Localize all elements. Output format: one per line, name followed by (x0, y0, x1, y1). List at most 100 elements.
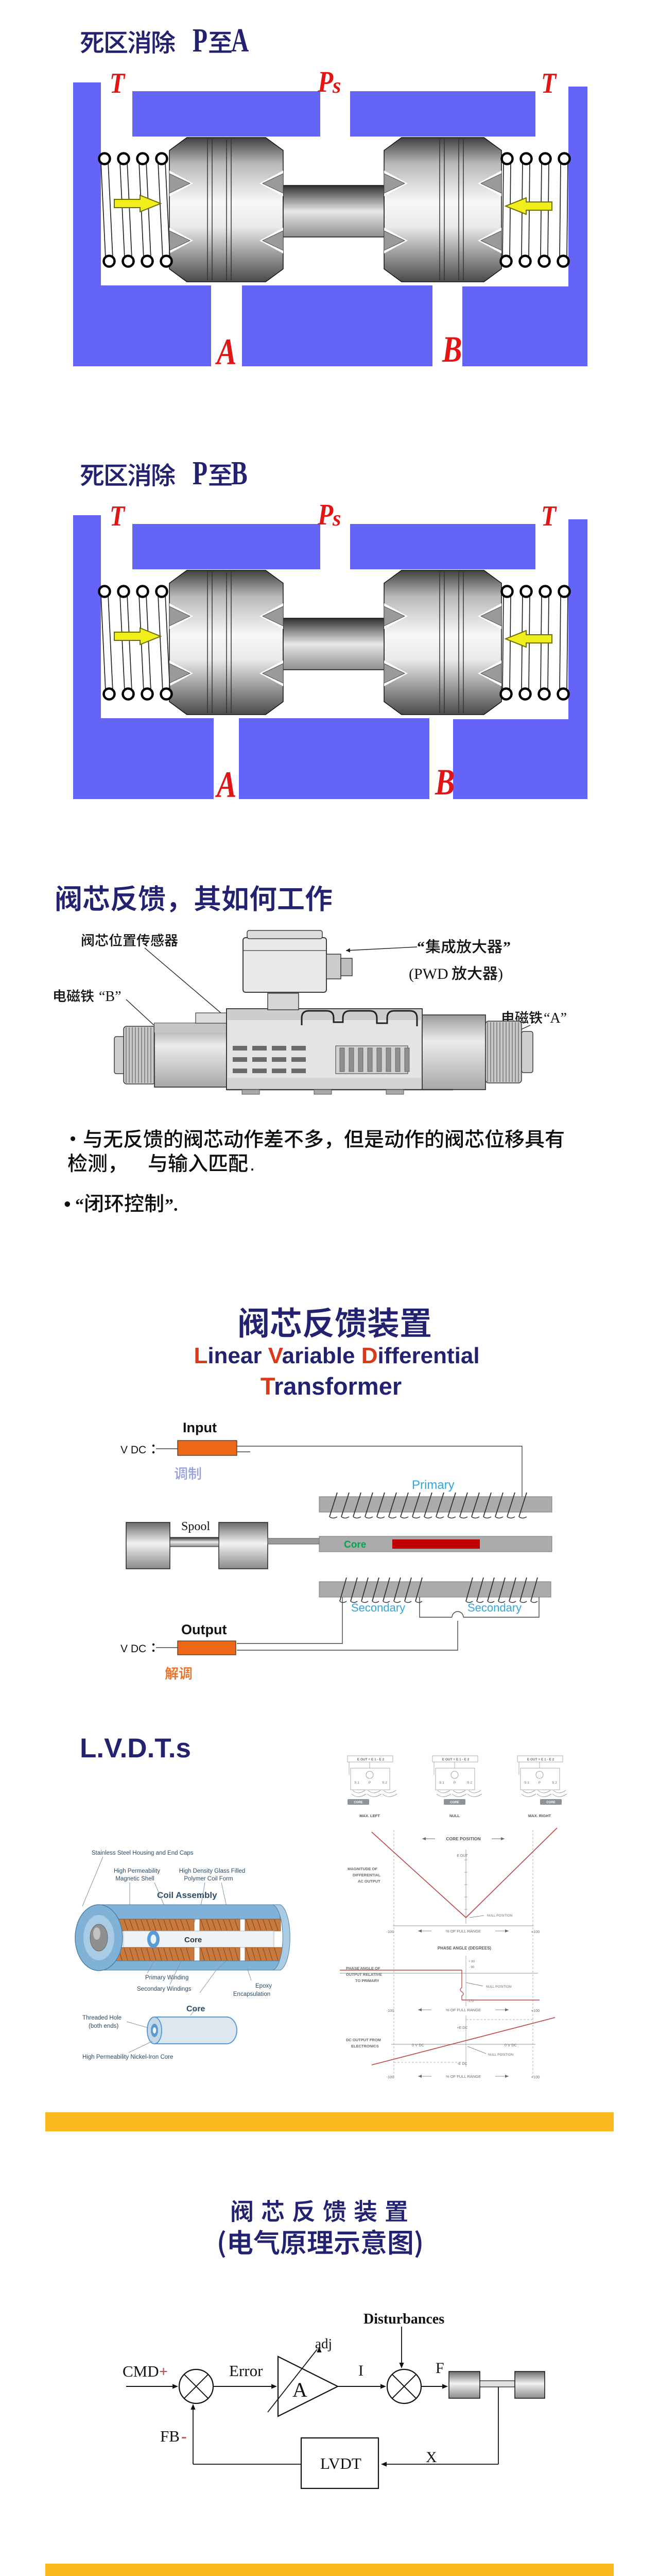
svg-text:Primary Winding: Primary Winding (145, 1975, 188, 1981)
svg-text:B: B (435, 762, 455, 803)
svg-text:A: A (292, 2378, 307, 2401)
svg-text:): ) (498, 965, 503, 982)
svg-text:NULL: NULL (449, 1814, 460, 1818)
svg-text:TO PRIMARY: TO PRIMARY (355, 1978, 379, 1983)
svg-text:+: + (159, 2363, 168, 2380)
svg-text:s: s (332, 507, 341, 531)
svg-text:Secondary: Secondary (467, 1601, 522, 1614)
svg-text:CORE: CORE (354, 1801, 362, 1804)
svg-text:B: B (231, 455, 248, 492)
svg-text:% OF FULL RANGE: % OF FULL RANGE (446, 1929, 481, 1934)
svg-text:T: T (110, 501, 126, 532)
svg-text:”.: ”. (165, 1196, 178, 1215)
svg-text:High Permeability Nickel-Iron: High Permeability Nickel-Iron Core (82, 2054, 173, 2060)
svg-text:Secondary: Secondary (351, 1601, 405, 1614)
svg-text:V DC: V DC (120, 1643, 146, 1655)
svg-text:P: P (193, 22, 207, 59)
svg-text:”: ” (503, 939, 511, 956)
svg-text:“B”: “B” (99, 989, 122, 1005)
svg-text:Core: Core (184, 1936, 202, 1944)
svg-text:X: X (426, 2449, 437, 2466)
svg-text:(PWD: (PWD (409, 965, 448, 982)
svg-text:DIFFERENTIAL: DIFFERENTIAL (353, 1873, 381, 1877)
svg-text:Core: Core (186, 2005, 205, 2013)
svg-text:High Permeability: High Permeability (114, 1868, 160, 1874)
svg-text:F: F (436, 2360, 444, 2377)
svg-text:S 2: S 2 (382, 1781, 387, 1785)
svg-text:T: T (541, 68, 557, 99)
svg-text:OUTPUT RELATIVE: OUTPUT RELATIVE (346, 1972, 381, 1977)
svg-text:+100: +100 (531, 1929, 540, 1934)
svg-text:Transformer: Transformer (261, 1372, 402, 1400)
svg-text:B: B (442, 329, 462, 370)
svg-text:AC OUTPUT: AC OUTPUT (358, 1879, 380, 1884)
svg-text:-: - (181, 2427, 187, 2445)
svg-text:MAX. RIGHT: MAX. RIGHT (528, 1814, 551, 1818)
svg-text:Input: Input (183, 1420, 217, 1435)
svg-text:- 90: - 90 (469, 1966, 475, 1969)
svg-text:Spool: Spool (181, 1520, 210, 1533)
svg-text:Epoxy: Epoxy (255, 1983, 272, 1989)
svg-text:+100: +100 (531, 2008, 540, 2013)
svg-text:% OF FULL RANGE: % OF FULL RANGE (446, 2008, 481, 2012)
svg-text:Encapsulation: Encapsulation (233, 1991, 270, 1997)
svg-text:•: • (64, 1193, 71, 1215)
svg-text:Primary: Primary (412, 1478, 455, 1492)
svg-text:-E DC: -E DC (457, 2062, 467, 2066)
svg-text:PHASE ANGLE OF: PHASE ANGLE OF (346, 1966, 380, 1971)
svg-text:% OF FULL RANGE: % OF FULL RANGE (446, 2074, 481, 2079)
svg-text:S 2: S 2 (467, 1781, 472, 1785)
svg-text:P: P (369, 1781, 371, 1785)
svg-text:Magnetic Shell: Magnetic Shell (115, 1876, 154, 1882)
svg-text:adj: adj (315, 2336, 332, 2351)
svg-text:I: I (358, 2362, 363, 2379)
svg-text:S 1: S 1 (354, 1781, 359, 1785)
svg-text:Disturbances: Disturbances (363, 2311, 444, 2327)
svg-text:P: P (454, 1781, 456, 1785)
svg-text:Coil Assembly: Coil Assembly (157, 1890, 217, 1900)
svg-text:NULL POSITION: NULL POSITION (486, 1985, 512, 1989)
svg-text:PHASE ANGLE (DEGREES): PHASE ANGLE (DEGREES) (438, 1946, 491, 1951)
svg-text:E OUT = E 1 - E 2: E OUT = E 1 - E 2 (527, 1758, 554, 1761)
svg-text:S 1: S 1 (439, 1781, 444, 1785)
svg-text:“: “ (417, 939, 425, 956)
svg-text:DC OUTPUT FROM: DC OUTPUT FROM (346, 2038, 381, 2042)
svg-text:T: T (110, 68, 126, 99)
svg-text:E OUT = E 1 - E 2: E OUT = E 1 - E 2 (442, 1758, 470, 1761)
svg-text:Linear Variable Differential: Linear Variable Differential (194, 1343, 479, 1368)
svg-text:-100: -100 (386, 1929, 394, 1934)
svg-text:.: . (250, 1154, 255, 1175)
svg-text:“A”: “A” (544, 1010, 567, 1026)
svg-text:+ 90: + 90 (469, 1960, 475, 1963)
svg-text:s: s (332, 74, 341, 98)
svg-text:+E DC: +E DC (457, 2026, 468, 2030)
svg-text:A: A (215, 332, 236, 373)
svg-text:LVDT: LVDT (320, 2454, 361, 2472)
svg-text:CORE: CORE (450, 1801, 459, 1804)
svg-text:Error: Error (229, 2362, 263, 2380)
svg-text:FB: FB (160, 2427, 180, 2445)
svg-text:NULL POSITION: NULL POSITION (487, 1914, 513, 1918)
svg-text:CORE POSITION: CORE POSITION (446, 1836, 481, 1841)
svg-text:-170: -170 (467, 2000, 474, 2003)
svg-text:Polymer Coil Form: Polymer Coil Form (184, 1876, 233, 1882)
svg-text:E OUT: E OUT (457, 1854, 468, 1858)
svg-text:Threaded Hole: Threaded Hole (82, 2015, 122, 2021)
svg-text:0 V DC: 0 V DC (412, 2043, 425, 2047)
svg-text:Stainless Steel Housing and En: Stainless Steel Housing and End Caps (92, 1850, 194, 1856)
svg-text:Output: Output (181, 1622, 227, 1637)
svg-text:P: P (539, 1781, 541, 1785)
svg-text:P: P (317, 498, 334, 531)
svg-text:MAGNITUDE OF: MAGNITUDE OF (348, 1867, 377, 1871)
svg-text:High Density Glass Filled: High Density Glass Filled (179, 1868, 245, 1874)
svg-text:T: T (541, 501, 557, 532)
svg-text:NULL POSITION: NULL POSITION (488, 2053, 514, 2057)
svg-text:E OUT = E 1 - E 2: E OUT = E 1 - E 2 (357, 1758, 385, 1761)
svg-text:CORE: CORE (546, 1801, 555, 1804)
svg-text:V DC: V DC (120, 1444, 146, 1456)
svg-text:A: A (231, 22, 249, 59)
svg-text:“: “ (75, 1196, 84, 1215)
svg-text:+100: +100 (531, 2075, 540, 2079)
svg-text:Secondary Windings: Secondary Windings (137, 1986, 192, 1992)
svg-text:A: A (215, 765, 236, 806)
